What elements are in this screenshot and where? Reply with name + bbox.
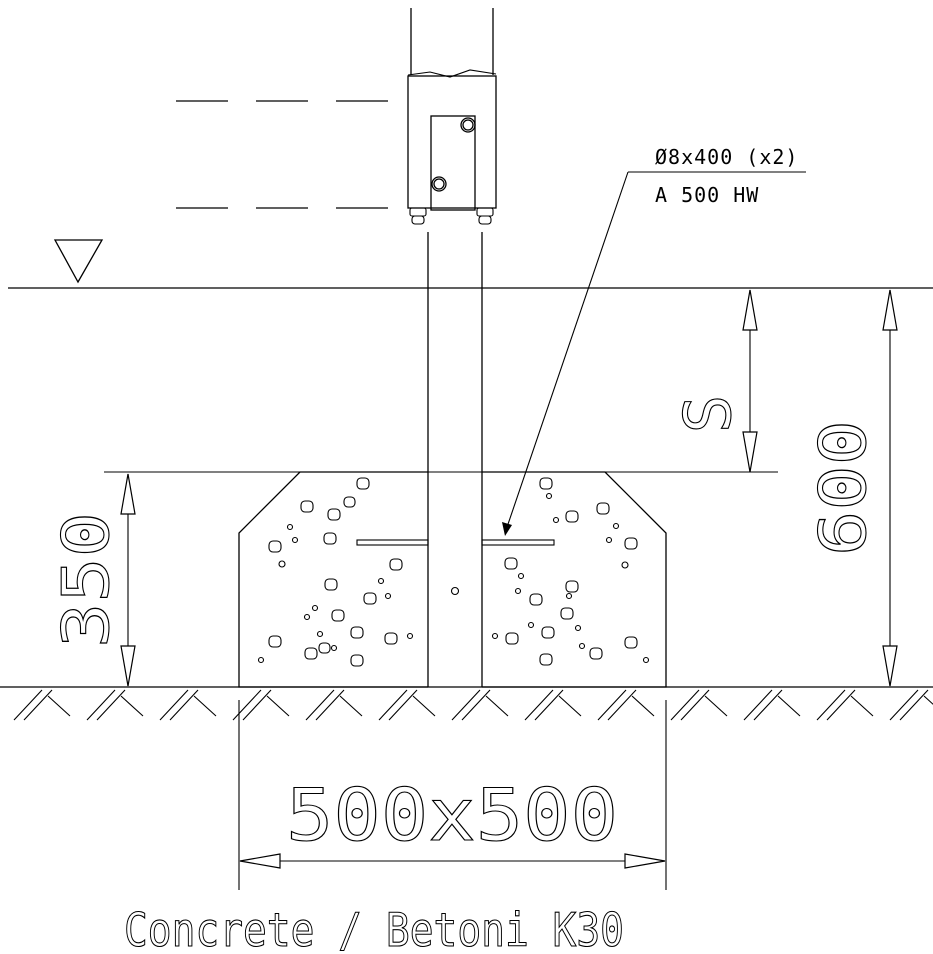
concrete-aggregate: [257, 477, 650, 667]
post-shaft: [427, 232, 483, 687]
dimension-500x500-label: 500x500: [286, 773, 618, 857]
rebar: [356, 539, 555, 546]
dimension-600-label: 600: [807, 420, 881, 556]
material-label: Concrete / Betoni K30: [124, 903, 624, 954]
earth-hatch-mark: [816, 689, 874, 721]
earth-hatching: [0, 686, 933, 721]
earth-hatch-mark: [670, 689, 728, 721]
earth-hatch-mark: [743, 689, 801, 721]
concrete-foundation: [104, 471, 778, 688]
steel-grade-label: A 500 HW: [655, 183, 759, 207]
earth-hatch-mark: [524, 689, 582, 721]
dimension-350: [120, 473, 136, 687]
earth-hatch-mark: [305, 689, 363, 721]
mounting-bolts: [409, 207, 494, 225]
post-top: [407, 8, 497, 78]
dimension-s: [742, 289, 758, 473]
earth-hatch-mark: [597, 689, 655, 721]
earth-hatch-mark: [159, 689, 217, 721]
earth-hatch-mark: [232, 689, 290, 721]
earth-hatch-mark: [13, 689, 71, 721]
ground-level-symbol: [53, 239, 104, 284]
ground-level: [8, 239, 933, 289]
earth-hatch-mark: [889, 689, 933, 721]
dimension-600: [882, 289, 898, 687]
earth-hatch-mark: [86, 689, 144, 721]
dashed-reference-lines: [176, 100, 408, 209]
dimension-s-label: S: [672, 395, 746, 434]
rebar-leader: [502, 171, 806, 536]
rebar-spec-label: Ø8x400 (x2): [655, 145, 798, 169]
dimension-350-label: 350: [50, 512, 124, 648]
dimension-500x500: [238, 700, 667, 890]
mounting-box: [407, 75, 497, 211]
earth-hatch-mark: [378, 689, 436, 721]
earth-hatch-mark: [451, 689, 509, 721]
